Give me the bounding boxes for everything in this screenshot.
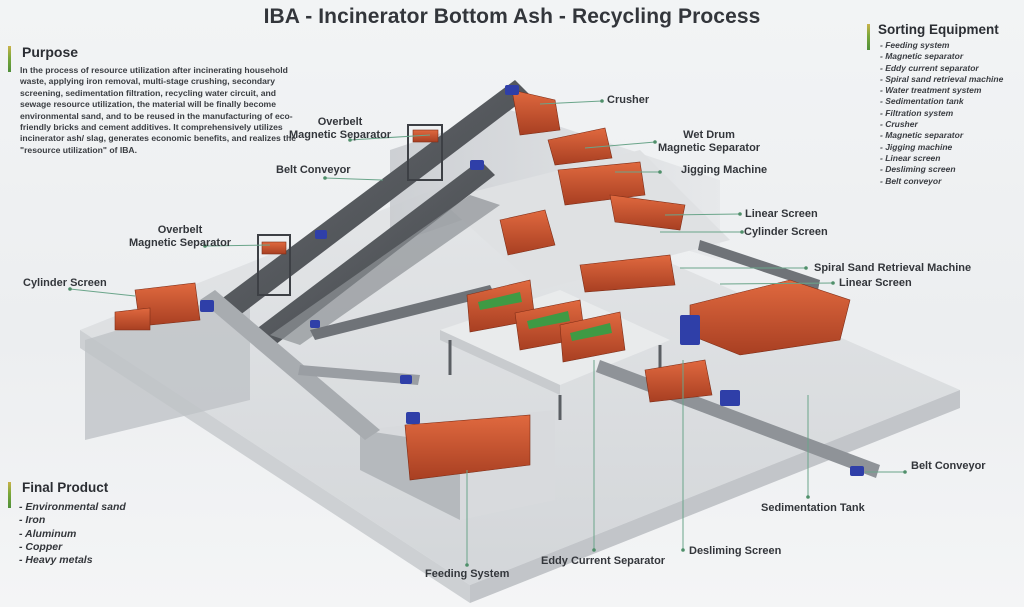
callout-line-2: Magnetic Separator (129, 237, 232, 249)
list-item: - Sedimentation tank (880, 96, 964, 107)
purpose-panel: Purpose In the process of resource utili… (8, 44, 298, 156)
purpose-text: In the process of resource utilization a… (20, 65, 297, 155)
list-item: - Magnetic separator (880, 130, 964, 141)
list-item: - Eddy current separator (880, 62, 979, 73)
list-item: - Spiral sand retrieval machine (880, 73, 1004, 84)
accent-bar (8, 46, 11, 72)
drive-motors (200, 85, 864, 476)
final-product-list: - Environmental sand - Iron - Aluminum -… (19, 501, 198, 567)
accent-bar (867, 24, 870, 50)
list-item: - Magnetic separator (880, 51, 964, 62)
accent-bar (8, 482, 11, 508)
list-item: - Heavy metals (19, 554, 93, 567)
list-item: - Jigging machine (880, 141, 953, 152)
callout-desliming-screen: Desliming Screen (689, 545, 782, 557)
callout-line-2: Magnetic Separator (289, 129, 392, 141)
sorting-equipment-list: - Feeding system - Magnetic separator - … (880, 40, 1024, 187)
list-item: - Iron (19, 514, 46, 527)
callout-line-1: Wet Drum (683, 129, 735, 141)
list-item: - Environmental sand (19, 501, 126, 513)
callout-belt-conveyor-top: Belt Conveyor (276, 164, 351, 176)
callout-linear-screen-right: Linear Screen (839, 277, 912, 289)
callout-cylinder-screen-left: Cylinder Screen (23, 277, 107, 289)
final-product-panel: Final Product - Environmental sand - Iro… (8, 480, 198, 567)
list-item: - Water treatment system (880, 85, 982, 96)
leader-dots (68, 99, 907, 567)
callout-crusher: Crusher (607, 94, 650, 106)
callout-line-1: Overbelt (317, 116, 363, 128)
callout-spiral-sand-retrieval-machine: Spiral Sand Retrieval Machine (814, 262, 972, 274)
callout-line-2: Magnetic Separator (658, 142, 761, 154)
final-product-heading: Final Product (22, 480, 109, 495)
callout-feeding-system: Feeding System (425, 568, 510, 580)
callout-belt-conveyor-bottom: Belt Conveyor (911, 460, 986, 472)
callout-jigging-machine: Jigging Machine (681, 164, 768, 176)
list-item: - Copper (19, 540, 63, 553)
list-item: - Desliming screen (880, 164, 956, 175)
sorting-equipment-panel: Sorting Equipment - Feeding system - Mag… (867, 22, 1024, 187)
list-item: - Feeding system (880, 40, 950, 50)
list-item: - Crusher (880, 119, 918, 130)
list-item: - Linear screen (880, 152, 941, 163)
list-item: - Filtration system (880, 107, 954, 118)
callout-linear-screen-top: Linear Screen (745, 208, 818, 220)
callout-line-1: Overbelt (157, 224, 203, 236)
callout-overbelt-magnetic-separator-left: Overbelt Magnetic Separator (129, 224, 231, 250)
callout-wet-drum-magnetic-separator: Wet Drum Magnetic Separator (658, 129, 760, 155)
callout-cylinder-screen-right: Cylinder Screen (744, 226, 828, 238)
screen-decks (478, 292, 612, 341)
overbelt-frames (257, 124, 443, 296)
callout-sedimentation-tank: Sedimentation Tank (761, 502, 865, 514)
callout-overbelt-magnetic-separator-top: Overbelt Magnetic Separator (289, 116, 391, 142)
callout-eddy-current-separator: Eddy Current Separator (541, 555, 666, 567)
leader-lines (69, 100, 905, 565)
purpose-heading: Purpose (22, 44, 79, 60)
page-title: IBA - Incinerator Bottom Ash - Recycling… (263, 5, 761, 28)
list-item: - Aluminum (19, 527, 77, 540)
list-item: - Belt conveyor (880, 175, 942, 186)
sorting-equipment-heading: Sorting Equipment (878, 22, 999, 37)
